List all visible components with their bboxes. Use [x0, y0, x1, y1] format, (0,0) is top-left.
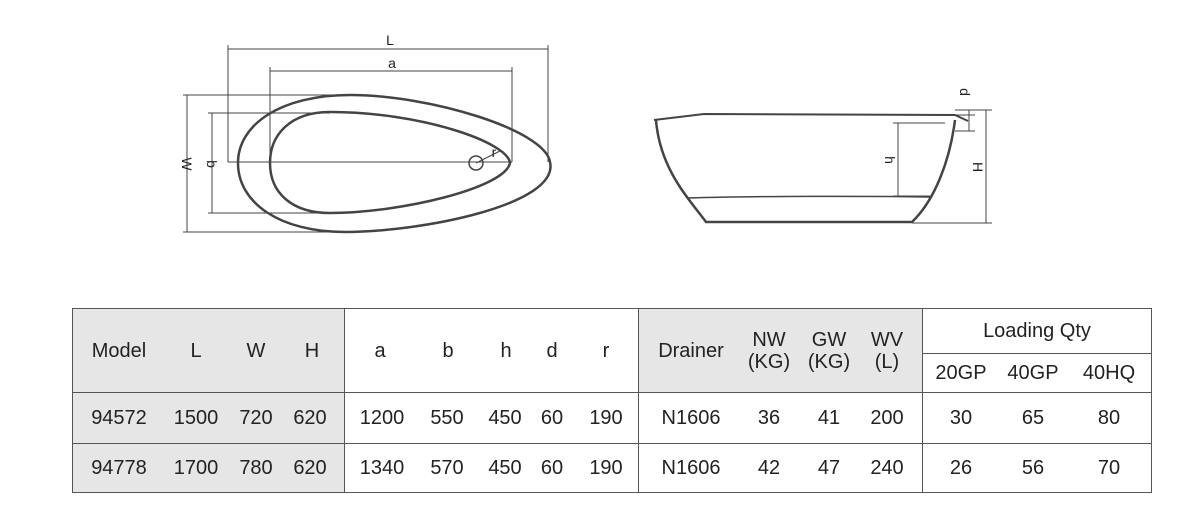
row-2-20gp: 26	[949, 456, 973, 479]
row-2-gw: 47	[817, 456, 841, 479]
row-2-nw: 42	[757, 456, 781, 479]
row-2-r: 190	[589, 456, 623, 479]
side-top-rim	[653, 112, 969, 122]
header-loading-qty: Loading Qty	[983, 320, 1091, 342]
row-1-model: 94572	[91, 406, 147, 429]
row-1-40hq: 80	[1097, 406, 1121, 429]
table-row-line-loading	[922, 353, 1151, 354]
header-L: L	[190, 339, 202, 362]
dim-label-h: h	[882, 156, 898, 164]
row-2-W: 780	[239, 456, 273, 479]
header-bg-drainer	[639, 309, 922, 392]
row-2-model: 94778	[91, 456, 147, 479]
row-1-W: 720	[239, 406, 273, 429]
table-row-line-1	[73, 443, 1151, 444]
row-2-a: 1340	[359, 456, 405, 479]
row-2-h: 450	[488, 456, 522, 479]
dim-label-b: b	[204, 160, 220, 168]
header-40hq: 40HQ	[1082, 361, 1136, 384]
header-wv: WV (L)	[859, 309, 915, 392]
row-1-d: 60	[540, 406, 564, 429]
drain-circle	[468, 155, 484, 171]
header-h: h	[500, 339, 512, 362]
row-1-wv: 200	[870, 406, 904, 429]
header-wv-line2: (L)	[874, 350, 900, 373]
table-divider-1	[344, 309, 345, 492]
side-body-outline	[654, 119, 957, 224]
header-d: d	[546, 339, 558, 362]
dim-label-d: d	[957, 88, 973, 96]
table-divider-3	[922, 309, 923, 492]
header-40gp: 40GP	[1007, 361, 1059, 384]
row-2-L: 1700	[173, 456, 219, 479]
header-a: a	[374, 339, 386, 362]
technical-drawings: L a W b r d h H	[179, 32, 992, 234]
header-gw-line1: GW	[811, 328, 847, 351]
plan-view	[183, 45, 552, 234]
row-2-b: 570	[430, 456, 464, 479]
side-view	[653, 109, 992, 224]
row-2-d: 60	[540, 456, 564, 479]
row-1-nw: 36	[757, 406, 781, 429]
table-row-line-header	[73, 392, 1151, 393]
dim-label-H: H	[970, 162, 986, 172]
dim-label-a: a	[388, 55, 396, 71]
header-gw-line2: (KG)	[807, 350, 851, 373]
row-2-40hq: 70	[1097, 456, 1121, 479]
row-2-H: 620	[293, 456, 327, 479]
header-H: H	[304, 339, 320, 362]
header-b: b	[442, 339, 454, 362]
header-bg-left	[73, 309, 344, 492]
row-1-h: 450	[488, 406, 522, 429]
side-inner-bottom	[687, 195, 931, 199]
row-1-gw: 41	[817, 406, 841, 429]
row-2-40gp: 56	[1021, 456, 1045, 479]
row-1-a: 1200	[359, 406, 405, 429]
row-1-L: 1500	[173, 406, 219, 429]
bathtub-inner-basin	[268, 110, 512, 215]
row-1-b: 550	[430, 406, 464, 429]
row-2-wv: 240	[870, 456, 904, 479]
spec-table: Model L W H a b h d r Drainer NW (KG) GW…	[72, 308, 1152, 493]
dim-label-L: L	[386, 32, 394, 48]
header-model: Model	[91, 339, 147, 362]
row-1-r: 190	[589, 406, 623, 429]
header-wv-line1: WV	[870, 328, 904, 351]
header-W: W	[246, 339, 266, 362]
row-1-H: 620	[293, 406, 327, 429]
row-1-drainer: N1606	[661, 406, 721, 429]
header-nw-line1: NW	[752, 328, 786, 351]
header-gw: GW (KG)	[801, 309, 857, 392]
header-20gp: 20GP	[935, 361, 987, 384]
row-1-20gp: 30	[949, 406, 973, 429]
header-drainer: Drainer	[658, 339, 724, 362]
dim-label-W: W	[179, 157, 195, 171]
dim-label-r: r	[492, 144, 497, 160]
header-nw: NW (KG)	[741, 309, 797, 392]
row-1-40gp: 65	[1021, 406, 1045, 429]
header-r: r	[602, 339, 610, 362]
header-nw-line2: (KG)	[747, 350, 791, 373]
row-2-drainer: N1606	[661, 456, 721, 479]
bathtub-outer-rim	[236, 93, 552, 234]
table-divider-2	[638, 309, 639, 492]
